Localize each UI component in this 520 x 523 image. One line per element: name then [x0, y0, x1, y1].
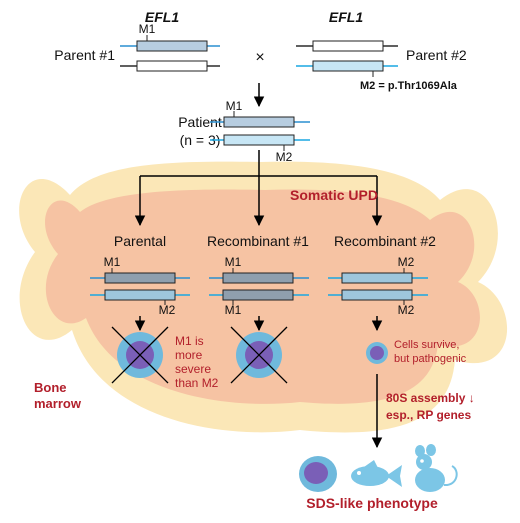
recomb1-top-tag: M1 [225, 255, 242, 269]
somatic-upd-label: Somatic UPD [290, 187, 378, 203]
gene-label-right: EFL1 [329, 9, 363, 25]
severity-note-line2: more [175, 348, 203, 362]
parent1-label: Parent #1 [54, 47, 115, 63]
phenotype-label: SDS-like phenotype [306, 495, 438, 511]
bone-marrow-line2: marrow [34, 396, 82, 411]
bone-marrow-line1: Bone [34, 380, 67, 395]
branch-label-recombinant2: Recombinant #2 [334, 233, 436, 249]
patient-gene-top [223, 116, 295, 128]
cross-recomb1-b [230, 326, 288, 384]
parental-top-tag: M1 [104, 255, 121, 269]
parent2-label: Parent #2 [406, 47, 467, 63]
cross-symbol: × [255, 49, 264, 66]
severity-note-line1: M1 is [175, 334, 204, 348]
recomb2-gene-top [341, 272, 413, 284]
assembly-note-line2: esp., RP genes [386, 408, 471, 422]
mouse-icon [415, 444, 458, 492]
parent2-gene-bottom [312, 60, 384, 72]
cell-recomb2-nucleus [370, 346, 384, 360]
parent1-gene-bottom [136, 60, 208, 72]
survive-note-line1: Cells survive, [394, 339, 459, 351]
parent1-m1-label: M1 [139, 22, 156, 36]
gene-label-left: EFL1 [145, 9, 179, 25]
patient-label: Patient [178, 114, 222, 130]
patient-m2-label: M2 [276, 150, 293, 164]
phenotype-cell-nucleus [304, 462, 328, 484]
recomb1-bottom-tag: M1 [225, 303, 242, 317]
parent1-gene-top [136, 40, 208, 52]
parental-gene-bottom [104, 289, 176, 301]
assembly-note-line1: 80S assembly ↓ [386, 391, 475, 405]
fish-icon [351, 460, 402, 487]
recomb1-gene-bottom [222, 289, 294, 301]
patient-count: (n = 3) [180, 132, 221, 148]
recomb2-bottom-tag: M2 [398, 303, 415, 317]
parental-bottom-tag: M2 [159, 303, 176, 317]
patient-gene-bottom [223, 134, 295, 146]
patient-m1-label: M1 [226, 99, 243, 113]
branch-label-parental: Parental [114, 233, 166, 249]
parental-gene-top [104, 272, 176, 284]
m2-definition: M2 = p.Thr1069Ala [360, 80, 458, 92]
cross-parental-b [111, 326, 169, 384]
branch-label-recombinant1: Recombinant #1 [207, 233, 309, 249]
recomb2-gene-bottom [341, 289, 413, 301]
parent2-gene-top [312, 40, 384, 52]
recomb2-top-tag: M2 [398, 255, 415, 269]
survive-note-line2: but pathogenic [394, 353, 467, 365]
recomb1-gene-top [222, 272, 294, 284]
severity-note-line3: severe [175, 362, 211, 376]
severity-note-line4: than M2 [175, 376, 219, 390]
